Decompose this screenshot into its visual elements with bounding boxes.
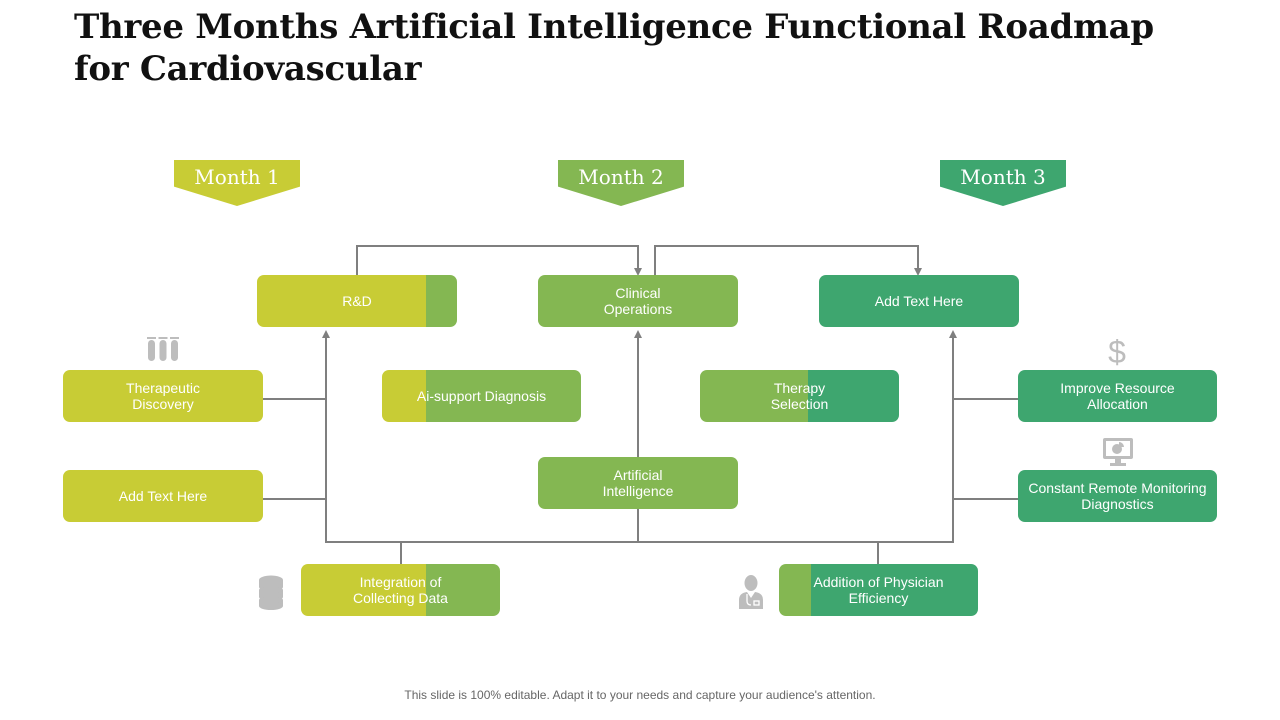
- box-addition-physician-efficiency: Addition of Physician Efficiency: [779, 564, 978, 616]
- monitor-chart-icon: [1103, 438, 1133, 466]
- box-add-text-left-label: Add Text Here: [118, 488, 208, 504]
- box-clinical-operations-label: Clinical Operations: [603, 285, 673, 317]
- box-improve-resource-allocation-label: Improve Resource Allocation: [1060, 380, 1175, 412]
- box-rnd: R&D: [257, 275, 457, 327]
- box-improve-resource-allocation: Improve Resource Allocation: [1018, 370, 1217, 422]
- box-addition-physician-efficiency-label: Addition of Physician Efficiency: [813, 574, 944, 606]
- footer-note: This slide is 100% editable. Adapt it to…: [404, 688, 876, 702]
- box-rnd-label: R&D: [342, 293, 372, 309]
- box-add-text-top-label: Add Text Here: [874, 293, 964, 309]
- database-icon: [259, 575, 283, 610]
- box-therapeutic-discovery-label: Therapeutic Discovery: [126, 380, 200, 412]
- month-3-label: Month 3: [960, 165, 1046, 189]
- box-constant-remote-monitoring: Constant Remote Monitoring Diagnostics: [1018, 470, 1217, 522]
- connector-rnd-to-clinical: [356, 245, 642, 276]
- month-1-label: Month 1: [194, 165, 280, 189]
- box-artificial-intelligence: Artificial Intelligence: [538, 457, 738, 509]
- box-ai-support-diagnosis: Ai-support Diagnosis: [382, 370, 581, 422]
- dollar-icon: $: [1108, 336, 1126, 368]
- box-integration-collecting-data-label: Integration of Collecting Data: [353, 574, 448, 606]
- box-ai-support-diagnosis-label: Ai-support Diagnosis: [416, 388, 547, 404]
- box-clinical-operations: Clinical Operations: [538, 275, 738, 327]
- month-2-label: Month 2: [578, 165, 664, 189]
- svg-text:$: $: [1108, 336, 1126, 368]
- connector-clinical-to-add: [654, 245, 922, 276]
- slide-title: Three Months Artificial Intelligence Fun…: [74, 7, 1154, 89]
- box-therapy-selection: Therapy Selection: [700, 370, 899, 422]
- box-therapeutic-discovery: Therapeutic Discovery: [63, 370, 263, 422]
- test-tubes-icon: [147, 337, 179, 361]
- box-add-text-top: Add Text Here: [819, 275, 1019, 327]
- box-constant-remote-monitoring-label: Constant Remote Monitoring Diagnostics: [1028, 480, 1207, 512]
- box-integration-collecting-data: Integration of Collecting Data: [301, 564, 500, 616]
- box-therapy-selection-label: Therapy Selection: [770, 380, 829, 412]
- box-add-text-left: Add Text Here: [63, 470, 263, 522]
- box-artificial-intelligence-label: Artificial Intelligence: [602, 467, 674, 499]
- physician-icon: [739, 575, 763, 609]
